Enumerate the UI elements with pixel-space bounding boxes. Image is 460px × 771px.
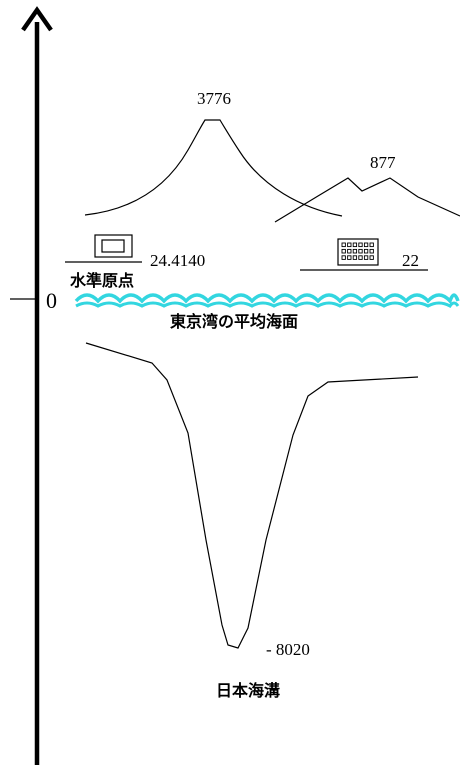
building-height-label: 22 [402,251,419,270]
building-window [358,242,363,248]
building-window [341,248,346,254]
sea-wave-lower [75,301,460,308]
office-building-icon [300,238,428,271]
zero-label: 0 [46,288,57,313]
sea-wave [74,293,460,305]
building-window [352,242,358,248]
trench-profile [85,342,419,649]
datum-name-label: 水準原点 [70,271,134,290]
building-window [363,242,369,248]
building-window [369,242,374,248]
building-window [363,248,369,254]
datum-height-label: 24.4140 [150,251,205,270]
fuji-profile [84,119,343,217]
benchmark-building-icon [65,234,142,263]
mean-sea-level-label: 東京湾の平均海面 [170,312,298,331]
mountain2-profile [274,177,460,223]
building-window [363,255,369,260]
building-window [352,255,358,260]
building-window [358,255,363,260]
building-window [347,248,352,254]
arrow-up-icon [21,6,53,32]
building-window [341,242,346,248]
building-window [358,248,363,254]
building-window [352,248,358,254]
trench-name-label: 日本海溝 [216,681,280,700]
elevation-axis [10,6,53,765]
mountain2-height-label: 877 [370,153,396,172]
building-window [347,255,352,260]
building-window [347,242,352,248]
building-window [369,248,374,254]
building-window [369,255,374,260]
building-window [341,255,346,260]
trench-depth-label: - 8020 [266,640,310,659]
fuji-height-label: 3776 [197,89,231,108]
